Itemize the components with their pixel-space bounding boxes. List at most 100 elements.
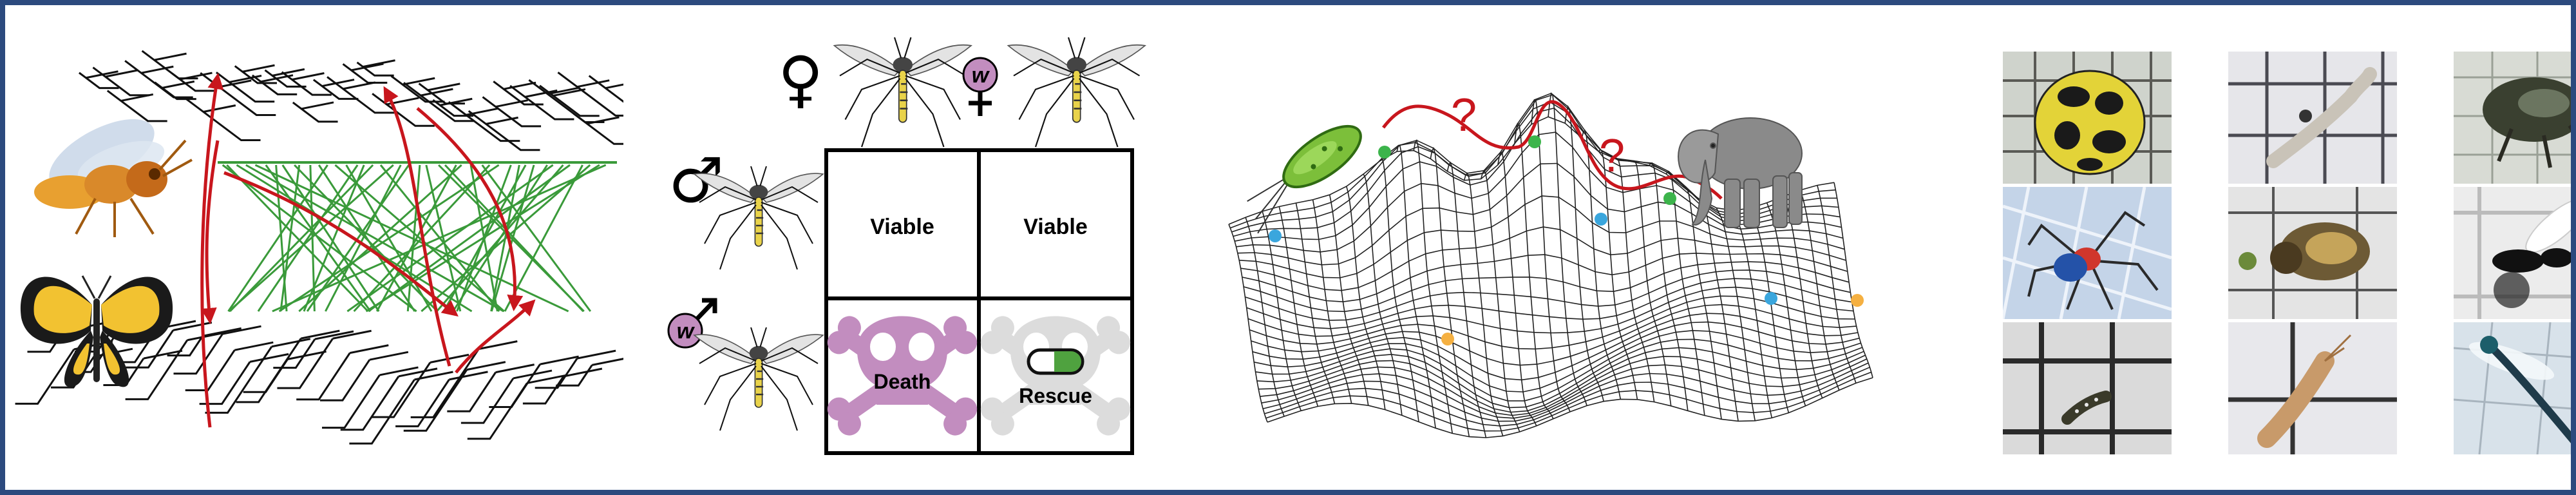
larva-icon: [2228, 52, 2397, 184]
question-mark: ?: [1599, 130, 1625, 182]
cophylogeny-link: [227, 164, 328, 312]
tree-branch: [173, 333, 223, 375]
ladybird-photo: [2003, 52, 2172, 184]
tree-branch: [236, 338, 302, 403]
spider-icon: [2003, 187, 2172, 319]
tree-branch: [563, 367, 603, 378]
mesh-line: [1497, 151, 1537, 427]
damselfly-photo: [2454, 322, 2571, 454]
cophylogeny-link: [229, 164, 374, 313]
arthropod-photos-panel: [1886, 5, 2571, 490]
cophylogeny-link: [303, 164, 365, 312]
mesh-line: [1312, 199, 1352, 404]
photo-grid: [1950, 45, 2571, 458]
cophylogeny-link: [365, 164, 600, 313]
tree-branch: [321, 79, 355, 88]
mesh-line: [1682, 186, 1722, 420]
host-switch-arrow: [200, 73, 224, 428]
tree-branch: [287, 350, 327, 360]
larva-photo: [2003, 322, 2172, 454]
elephant-icon: [1678, 117, 1803, 228]
tree-branch: [202, 327, 242, 337]
mesh-line: [1716, 208, 1756, 421]
weevil-photo: [2454, 52, 2571, 184]
tree-branch: [15, 349, 75, 405]
tree-branch: [296, 352, 351, 401]
tree-branch: [439, 97, 473, 106]
mesh-line: [1514, 122, 1554, 420]
tree-branch: [556, 364, 593, 387]
springtail-photo: [2228, 322, 2397, 454]
host-switch-arrows: [200, 73, 536, 428]
cophylogeny-link: [375, 164, 457, 312]
cell-bottom-right: Rescue: [1019, 384, 1092, 407]
cross-table: [824, 148, 1134, 455]
tree-branch: [460, 378, 515, 424]
mesh-line: [1615, 158, 1655, 402]
tree-branch: [489, 364, 541, 409]
mesh-line: [1430, 146, 1470, 437]
tree-branch: [468, 110, 540, 151]
valley-marker: [1851, 294, 1864, 307]
mesh-line: [1363, 173, 1403, 416]
tree-branch: [281, 71, 332, 96]
mesh-line: [1262, 362, 1869, 422]
host-switch-arrow: [223, 171, 459, 317]
mesh-line: [1295, 202, 1336, 404]
fitness-landscape-diagram: ? ?: [1228, 90, 1873, 438]
tree-branch: [215, 72, 275, 103]
parasitoid-wasp-icon: [2454, 187, 2571, 319]
tree-branch: [141, 50, 198, 80]
tree-branch: [154, 52, 187, 61]
tree-branch: [222, 325, 261, 335]
cophylogeny-link: [481, 164, 592, 312]
cophylogeny-link: [504, 164, 583, 312]
tree-branch: [187, 331, 227, 342]
cophylogeny-link: [226, 164, 369, 313]
tree-branch: [395, 379, 450, 427]
upper-tip-line: [218, 161, 617, 164]
tree-branch: [369, 351, 409, 361]
tree-branch: [242, 64, 275, 73]
tree-branch: [322, 374, 381, 429]
cophylogeny-link: [257, 164, 359, 312]
mesh-line: [1278, 206, 1319, 407]
mosquito-icon: [1007, 36, 1146, 148]
tree-branch: [535, 358, 578, 389]
tree-branch: [120, 93, 154, 102]
tree-branch: [467, 382, 528, 440]
cophylogeny-link: [325, 164, 402, 312]
mesh-line: [1396, 144, 1436, 429]
wolbachia-badge: [667, 313, 703, 349]
pill-icon: [1027, 348, 1084, 375]
tree-branch: [218, 79, 252, 88]
cophylogeny-link: [278, 164, 500, 313]
tree-branch: [342, 63, 388, 84]
tree-branch: [371, 362, 431, 418]
tree-branch: [301, 101, 334, 110]
mesh-line: [1480, 170, 1520, 432]
springtail-icon: [2228, 322, 2397, 454]
cophylogeny-link: [245, 164, 504, 313]
tree-branch: [162, 80, 195, 89]
tree-branch: [271, 338, 311, 348]
mosquito-icon: [693, 326, 824, 432]
tree-branch: [184, 97, 261, 142]
tree-branch: [319, 359, 371, 402]
tree-branch: [180, 72, 213, 81]
tree-branch: [592, 358, 623, 366]
host-switch-arrow: [416, 107, 524, 311]
tree-branch: [125, 339, 189, 400]
wasp-icon: [34, 119, 193, 237]
tree-branch: [301, 329, 340, 340]
mesh-line: [1346, 186, 1386, 410]
tree-branch: [449, 371, 488, 381]
caterpillar-icon: [2003, 322, 2172, 454]
wasp-photo: [2454, 187, 2571, 319]
spider-photo: [2003, 187, 2172, 319]
valley-marker: [1765, 292, 1777, 305]
tree-branch: [527, 374, 566, 384]
valley-marker: [1269, 229, 1282, 242]
skull-crossbones-icon: [980, 316, 1131, 436]
tree-branch: [379, 366, 419, 376]
